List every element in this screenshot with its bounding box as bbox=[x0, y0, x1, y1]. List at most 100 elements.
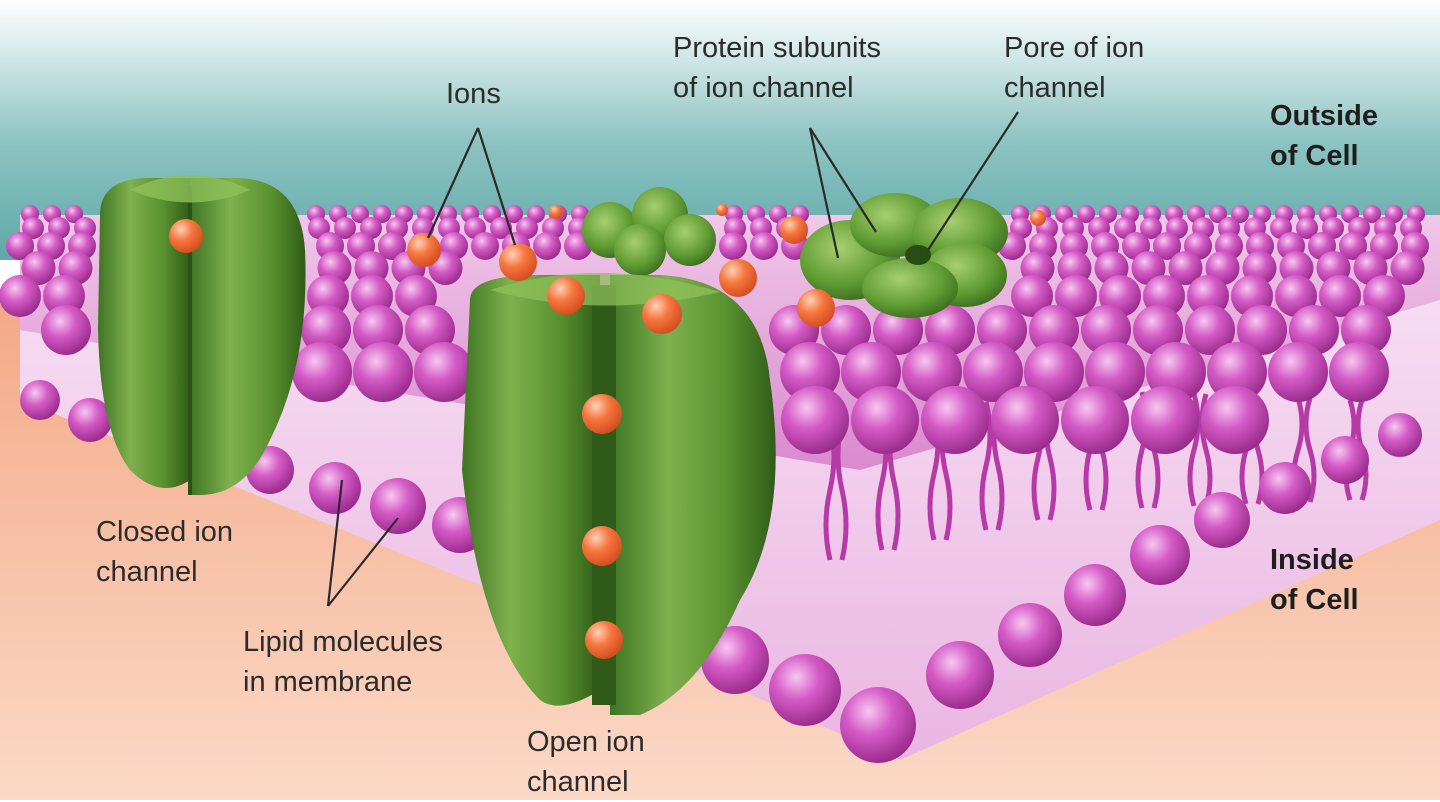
lipid-molecule-icon bbox=[1061, 386, 1129, 454]
lipid-molecule-icon bbox=[1185, 305, 1235, 355]
channel-protein-icon bbox=[462, 275, 600, 706]
ion-icon bbox=[549, 205, 563, 219]
lipid-molecule-icon bbox=[1279, 251, 1314, 285]
lipid-molecule-icon bbox=[1055, 275, 1097, 317]
lipid-molecule-icon bbox=[1194, 492, 1250, 548]
lipid-molecule-icon bbox=[351, 205, 369, 223]
ion-icon bbox=[582, 526, 622, 566]
lipid-molecule-icon bbox=[963, 342, 1023, 402]
lipid-molecule-icon bbox=[769, 654, 841, 726]
lipid-molecule-icon bbox=[781, 386, 849, 454]
lipid-molecule-icon bbox=[1341, 305, 1391, 355]
lipid-molecule-icon bbox=[41, 305, 91, 355]
lipid-molecule-icon bbox=[1390, 251, 1425, 285]
label-lipid-molecules: Lipid molecules in membrane bbox=[243, 626, 443, 698]
lipid-molecule-icon bbox=[1268, 342, 1328, 402]
lipid-molecule-icon bbox=[701, 626, 769, 694]
lipid-molecule-icon bbox=[1029, 305, 1079, 355]
lipid-molecule-icon bbox=[1153, 232, 1181, 260]
lipid-molecule-icon bbox=[719, 232, 747, 260]
lipid-molecule-icon bbox=[353, 342, 413, 402]
lipid-molecule-icon bbox=[309, 462, 361, 514]
lipid-molecule-icon bbox=[991, 386, 1059, 454]
lipid-molecule-icon bbox=[921, 386, 989, 454]
ion-icon bbox=[780, 216, 808, 244]
closed-ion-channel bbox=[98, 175, 306, 495]
lipid-molecule-icon bbox=[1339, 232, 1367, 260]
lipid-molecule-icon bbox=[20, 380, 60, 420]
lipid-molecule-icon bbox=[378, 232, 406, 260]
lipid-molecule-icon bbox=[1329, 342, 1389, 402]
lipid-molecule-icon bbox=[505, 205, 523, 223]
ion-icon bbox=[716, 204, 728, 216]
lipid-molecule-icon bbox=[1011, 275, 1053, 317]
lipid-molecule-icon bbox=[354, 251, 389, 285]
lipid-molecule-icon bbox=[0, 275, 41, 317]
lipid-molecule-icon bbox=[840, 687, 916, 763]
lipid-molecule-icon bbox=[1209, 205, 1227, 223]
ion-icon bbox=[169, 219, 203, 253]
lipid-molecule-icon bbox=[998, 603, 1062, 667]
far-channel-top bbox=[582, 187, 716, 276]
label-inside-cell: Inside of Cell bbox=[1270, 544, 1359, 616]
channel-protein-icon bbox=[98, 178, 190, 488]
lipid-molecule-icon bbox=[1024, 342, 1084, 402]
lipid-molecule-icon bbox=[821, 305, 871, 355]
lipid-molecule-icon bbox=[1378, 413, 1422, 457]
lipid-heads bbox=[0, 205, 1429, 763]
lipid-molecule-icon bbox=[471, 232, 499, 260]
lipid-molecule-icon bbox=[334, 217, 356, 239]
lipid-molecule-icon bbox=[370, 478, 426, 534]
lipid-molecule-icon bbox=[1077, 205, 1095, 223]
lipid-molecule-icon bbox=[780, 342, 840, 402]
lipid-molecule-icon bbox=[1237, 305, 1287, 355]
label-protein-subunits: Protein subunits of ion channel bbox=[673, 32, 881, 104]
ion-icon bbox=[642, 294, 682, 334]
lipid-molecule-icon bbox=[750, 232, 778, 260]
lipid-molecule-icon bbox=[21, 251, 56, 285]
lipid-molecule-icon bbox=[1201, 386, 1269, 454]
lipid-molecule-icon bbox=[926, 641, 994, 709]
label-pore: Pore of ion channel bbox=[1004, 32, 1145, 104]
lipid-molecule-icon bbox=[851, 386, 919, 454]
lipid-tail bbox=[1303, 397, 1317, 503]
ion-icon bbox=[499, 243, 537, 281]
channel-protein-icon bbox=[610, 275, 776, 715]
label-closed-channel: Closed ion channel bbox=[96, 516, 234, 588]
ion-icon bbox=[585, 621, 623, 659]
lipid-molecule-icon bbox=[1168, 251, 1203, 285]
lipid-molecule-icon bbox=[68, 398, 112, 442]
pore-channel-top bbox=[800, 193, 1008, 318]
lipid-molecule-icon bbox=[1231, 205, 1249, 223]
lipid-molecule-icon bbox=[533, 232, 561, 260]
lipid-molecule-icon bbox=[373, 205, 391, 223]
lipid-molecule-icon bbox=[1064, 564, 1126, 626]
lipid-molecule-icon bbox=[414, 342, 474, 402]
lipid-molecule-icon bbox=[292, 342, 352, 402]
ion-icon bbox=[797, 289, 835, 327]
label-open-channel: Open ion channel bbox=[527, 726, 645, 798]
lipid-molecule-icon bbox=[65, 205, 83, 223]
ions bbox=[169, 204, 1046, 659]
lipid-molecule-icon bbox=[22, 217, 44, 239]
lipid-tail bbox=[979, 401, 993, 531]
ion-icon bbox=[547, 277, 585, 315]
lipid-molecule-icon bbox=[1207, 342, 1267, 402]
lipid-molecule-icon bbox=[1133, 305, 1183, 355]
lipid-molecule-icon bbox=[925, 305, 975, 355]
lipid-molecule-icon bbox=[1296, 217, 1318, 239]
leader-lines bbox=[326, 111, 1019, 607]
lipid-molecule-icon bbox=[490, 217, 512, 239]
lipid-molecule-icon bbox=[1131, 386, 1199, 454]
lipid-molecule-icon bbox=[1140, 217, 1162, 239]
lipid-molecule-icon bbox=[353, 305, 403, 355]
lipid-molecule-icon bbox=[1319, 275, 1361, 317]
lipid-molecule-icon bbox=[1321, 436, 1369, 484]
lipid-molecule-icon bbox=[6, 232, 34, 260]
lipid-molecule-icon bbox=[1130, 525, 1190, 585]
ion-icon bbox=[1030, 210, 1046, 226]
ion-icon bbox=[407, 233, 441, 267]
lipid-molecule-icon bbox=[1259, 462, 1311, 514]
label-ions: Ions bbox=[446, 78, 501, 110]
